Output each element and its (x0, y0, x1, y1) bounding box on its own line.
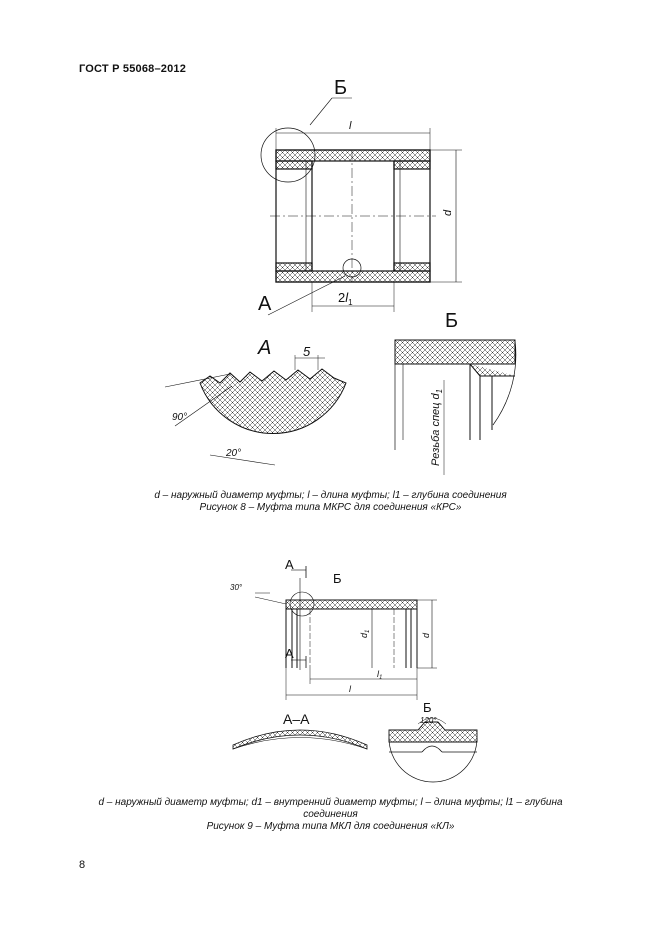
fig8-detail-a (164, 355, 347, 466)
figure8-caption-title: Рисунок 8 – Муфта типа МКРС для соединен… (199, 502, 462, 513)
fig8-pitch-label: 5 (303, 344, 311, 359)
fig9-section-aa-title: А–А (283, 711, 310, 727)
fig9-l1-label: l1 (377, 669, 382, 681)
fig9-coupling (254, 566, 437, 700)
fig8-diameter-label: d (442, 209, 454, 216)
fig8-detail-b-title: Б (445, 310, 458, 332)
figure8-caption: d – наружный диаметр муфты; l – длина му… (40, 490, 621, 514)
fig8-detail-b-label: Б (334, 77, 347, 99)
figure9-caption: d – наружный диаметр муфты; d1 – внутрен… (40, 797, 621, 833)
fig8-angle-20-label: 20° (225, 448, 241, 459)
fig9-section-a-bottom: А (285, 646, 294, 661)
fig9-section-aa (232, 729, 368, 750)
figure9-caption-title: Рисунок 9 – Муфта типа МКЛ для соединени… (206, 821, 455, 832)
fig9-detail-b (388, 717, 478, 783)
fig9-length-label: l (349, 684, 352, 694)
fig9-section-a-top: А (285, 557, 294, 572)
fig8-length-label: l (349, 120, 352, 132)
figure9-caption-legend-cont: соединения (303, 809, 358, 820)
fig8-coupling (260, 97, 462, 316)
fig9-detail-b-title: Б (423, 700, 432, 715)
page-number: 8 (79, 859, 86, 871)
fig9-diameter-label: d (421, 632, 431, 638)
fig8-joint-length-label: 2l1 (338, 290, 353, 307)
fig9-d1-label: d1 (359, 630, 371, 638)
fig8-detail-a-label: А (258, 293, 272, 315)
fig8-detail-b (394, 339, 517, 475)
fig8-detail-a-title: А (257, 337, 271, 359)
fig9-angle-30-label: 30° (230, 583, 243, 592)
figure8-caption-legend: d – наружный диаметр муфты; l – длина му… (154, 490, 507, 501)
fig8-thread-label: Резьба спец d1 (430, 389, 444, 466)
figure9-caption-legend: d – наружный диаметр муфты; d1 – внутрен… (98, 797, 563, 808)
standard-header: ГОСТ Р 55068–2012 (79, 63, 187, 75)
fig9-detail-b-label: Б (333, 571, 342, 586)
fig9-angle-120-label: 120° (420, 716, 437, 725)
fig8-angle-90-label: 90° (172, 412, 187, 423)
